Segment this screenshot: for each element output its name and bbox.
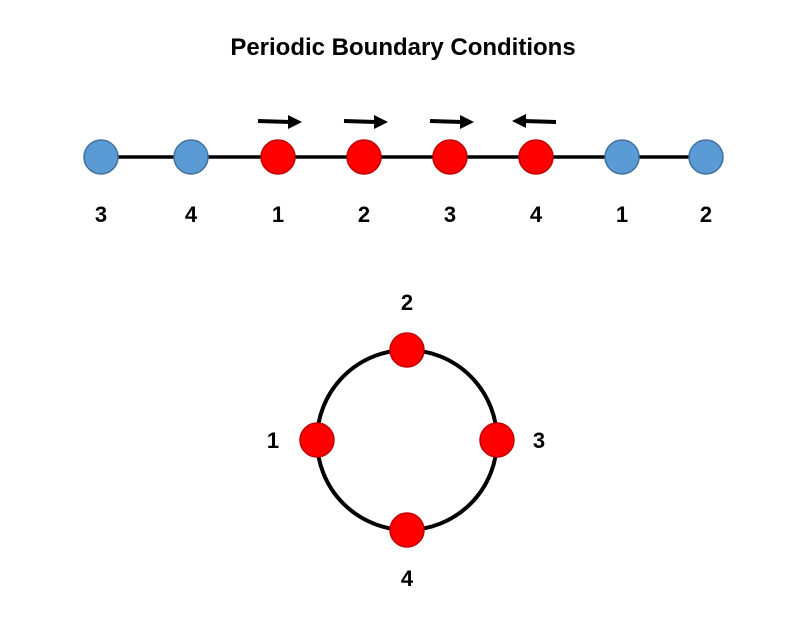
ring-node-label: 1 [267,428,279,453]
ring: 2 3 4 1 [267,290,545,591]
linear-chain: 3 4 1 2 3 4 1 2 [83,114,724,227]
chain-node-label: 2 [700,202,712,227]
ghost-node [83,139,119,175]
ring-node-label: 2 [401,290,413,315]
ring-particle-node [389,512,425,548]
ring-particle-node [479,422,515,458]
chain-node-label: 3 [444,202,456,227]
arrow-right-icon [343,115,388,129]
arrow-right-icon [429,115,474,129]
ring-circle [315,348,499,532]
chain-node-label: 4 [185,202,198,227]
arrow-left-icon [512,114,557,128]
ring-node-label: 3 [533,428,545,453]
particle-node [260,139,296,175]
ghost-node [688,139,724,175]
particle-node [432,139,468,175]
chain-node-label: 4 [530,202,543,227]
ring-particle-node [299,422,335,458]
ring-node-label: 4 [401,566,414,591]
chain-node-label: 2 [358,202,370,227]
particle-node [518,139,554,175]
chain-node-label: 1 [272,202,284,227]
ghost-node [604,139,640,175]
chain-node-label: 3 [95,202,107,227]
particle-node [346,139,382,175]
chain-node-label: 1 [616,202,628,227]
ring-particle-node [389,332,425,368]
diagram-title: Periodic Boundary Conditions [230,34,575,61]
ghost-node [173,139,209,175]
arrow-right-icon [257,115,302,129]
